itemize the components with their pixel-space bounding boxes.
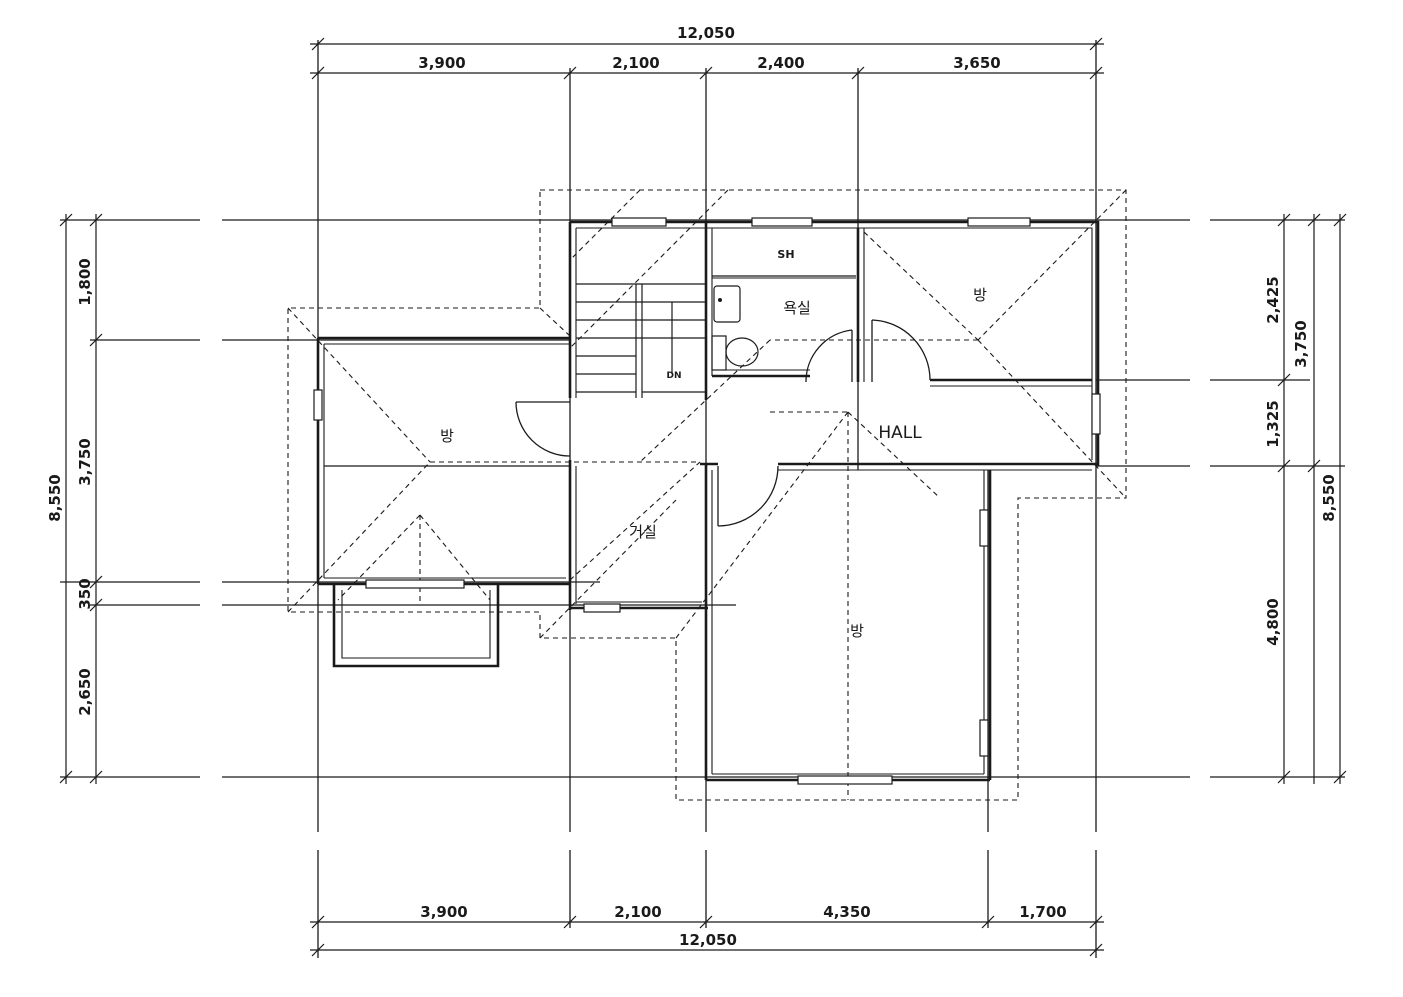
stairs: DN xyxy=(576,283,706,398)
bottom-dimension-3: 4,350 xyxy=(823,903,870,921)
left-dimension-2: 3,750 xyxy=(76,438,94,485)
balcony xyxy=(332,584,500,668)
top-right-room-label: 방 xyxy=(973,286,987,304)
top-dimension-3: 2,400 xyxy=(757,54,804,72)
top-dimension-4: 3,650 xyxy=(953,54,1000,72)
top-dimension-chain: 12,050 3,900 2,100 2,400 3,650 xyxy=(310,24,1104,80)
living-room-label: 거실 xyxy=(629,523,657,541)
windows xyxy=(313,217,1101,785)
stair-down-label: DN xyxy=(666,371,681,381)
bottom-total-dimension: 12,050 xyxy=(679,931,737,949)
shower-label: SH xyxy=(777,248,794,261)
roof-outline xyxy=(287,189,1127,801)
hall-label: HALL xyxy=(878,423,922,443)
bottom-room-label: 방 xyxy=(850,622,864,640)
left-room-label: 방 xyxy=(440,427,454,445)
left-dimension-3: 350 xyxy=(76,578,94,609)
right-dimension-2: 1,325 xyxy=(1264,400,1282,447)
bottom-dimension-chain: 3,900 2,100 4,350 1,700 12,050 xyxy=(310,903,1104,957)
left-dimension-chain: 8,550 1,800 3,750 350 2,650 xyxy=(46,213,103,784)
right-total-dimension: 8,550 xyxy=(1320,474,1338,521)
bottom-dimension-1: 3,900 xyxy=(420,903,467,921)
top-dimension-2: 2,100 xyxy=(612,54,659,72)
bathroom-label: 욕실 xyxy=(783,299,811,317)
right-outer-dimension: 3,750 xyxy=(1292,320,1310,367)
top-dimension-1: 3,900 xyxy=(418,54,465,72)
left-total-dimension: 8,550 xyxy=(46,474,64,521)
top-total-dimension: 12,050 xyxy=(677,24,735,42)
doors xyxy=(515,319,931,527)
grid-lines xyxy=(60,40,1345,958)
bottom-dimension-2: 2,100 xyxy=(614,903,661,921)
left-dimension-4: 2,650 xyxy=(76,668,94,715)
bottom-dimension-4: 1,700 xyxy=(1019,903,1066,921)
walls xyxy=(316,220,1100,782)
faucet-icon xyxy=(718,298,722,302)
room-labels: SH 욕실 방 방 HALL 거실 방 xyxy=(440,248,987,640)
left-dimension-1: 1,800 xyxy=(76,258,94,305)
bathroom-fixtures xyxy=(711,275,856,371)
right-dimension-chain: 2,425 1,325 4,800 3,750 8,550 xyxy=(1264,213,1347,784)
right-dimension-3: 4,800 xyxy=(1264,598,1282,645)
right-dimension-1: 2,425 xyxy=(1264,276,1282,323)
